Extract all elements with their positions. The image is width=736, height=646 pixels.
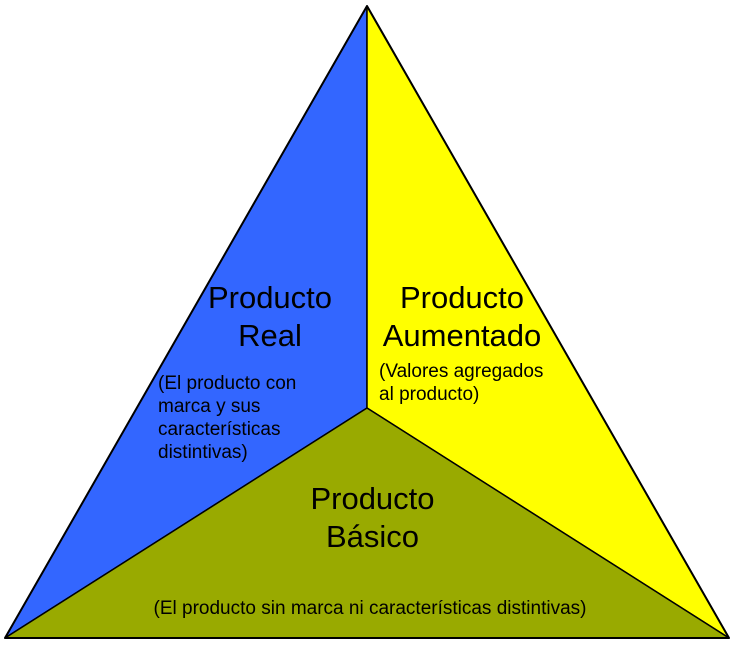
augmented-product-desc-line1: (Valores agregados xyxy=(379,361,544,382)
real-product-desc-line3: características xyxy=(158,419,281,440)
augmented-product-description: (Valores agregados al producto) xyxy=(379,360,579,406)
real-product-desc-line4: distintivas) xyxy=(158,442,248,463)
augmented-product-title: Producto Aumentado xyxy=(372,279,552,355)
real-product-title: Producto Real xyxy=(190,279,350,355)
real-product-title-line2: Real xyxy=(238,318,302,353)
triangle-outline xyxy=(4,5,730,639)
real-product-title-line1: Producto xyxy=(207,280,333,315)
augmented-product-title-line2: Aumentado xyxy=(382,318,542,353)
augmented-product-title-line1: Producto xyxy=(399,280,525,315)
augmented-product-desc-line2: al producto) xyxy=(379,384,480,405)
basic-product-title-line2: Básico xyxy=(325,519,420,554)
basic-product-description: (El producto sin marca ni característica… xyxy=(153,598,587,619)
basic-product-title-line1: Producto xyxy=(310,481,435,516)
basic-product-title: Producto Básico xyxy=(285,480,460,556)
real-product-desc-line1: (El producto con xyxy=(158,373,297,394)
real-product-description: (El producto con marca y sus característ… xyxy=(158,372,343,464)
real-product-desc-line2: marca y sus xyxy=(158,396,261,417)
